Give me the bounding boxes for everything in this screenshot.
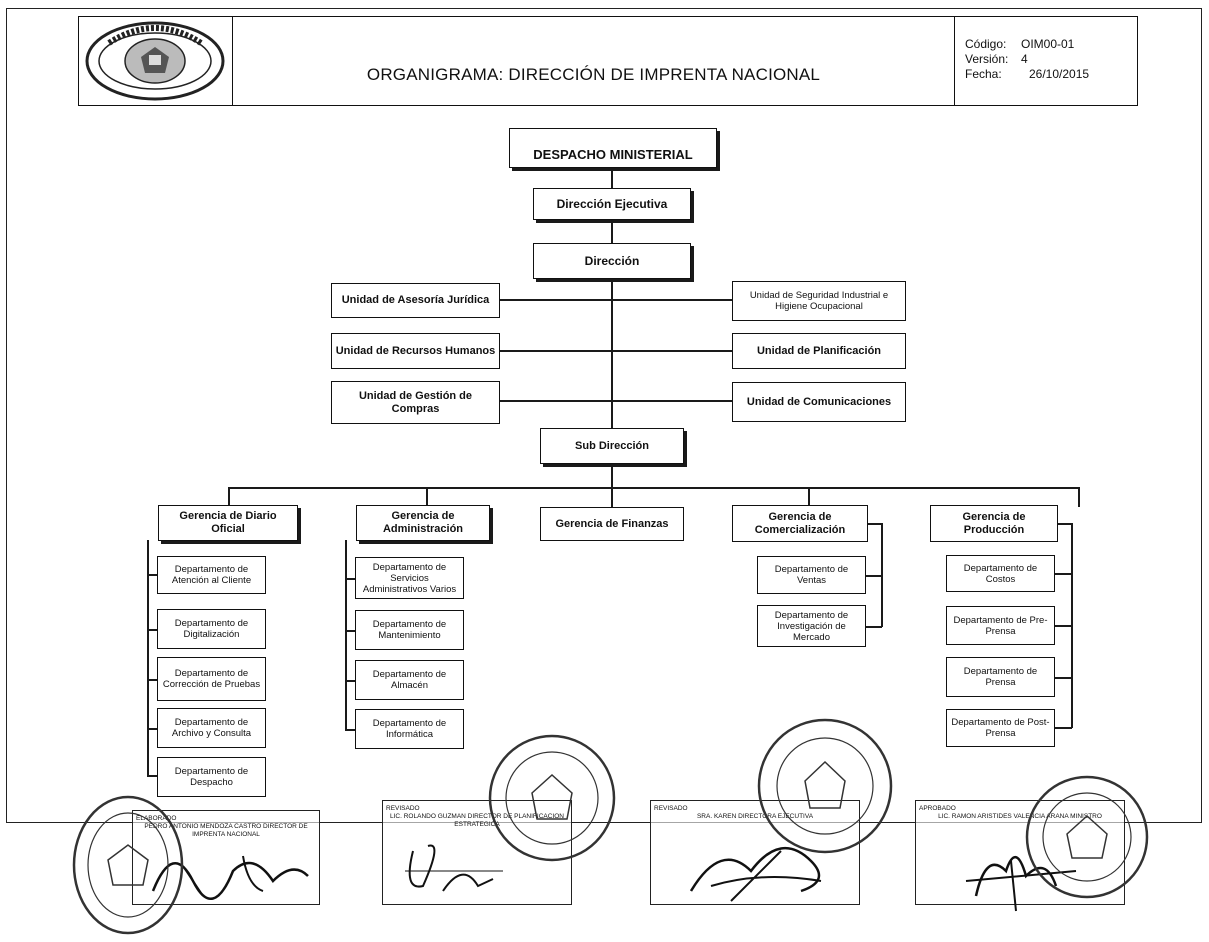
connector-line — [611, 487, 613, 507]
version-label: Versión: — [965, 52, 1009, 66]
org-box-departamento: Departamento de Pre-Prensa — [946, 606, 1055, 645]
org-box-unidad: Unidad de Planificación — [732, 333, 906, 369]
connector-line — [500, 400, 732, 402]
connector-line — [345, 630, 355, 632]
connector-line — [866, 575, 882, 577]
connector-line — [868, 523, 882, 525]
org-box-departamento: Departamento de Archivo y Consulta — [157, 708, 266, 748]
org-box-departamento: Departamento de Servicios Administrativo… — [355, 557, 464, 599]
signature-box-elaborado: ELABORADO PEDRO ANTONIO MENDOZA CASTRO D… — [132, 810, 320, 905]
signature-label: REVISADO — [654, 805, 688, 812]
connector-line — [147, 775, 157, 777]
connector-line — [1058, 523, 1072, 525]
org-box-sub-direccion: Sub Dirección — [540, 428, 684, 464]
main-trunk-line — [611, 168, 613, 488]
signature-box-revisado-1: REVISADO LIC. ROLANDO GUZMAN DIRECTOR DE… — [382, 800, 572, 905]
connector-line — [866, 626, 882, 628]
connector-line — [147, 728, 157, 730]
codigo-value: OIM00-01 — [1021, 37, 1075, 51]
org-box-unidad: Unidad de Comunicaciones — [732, 382, 906, 422]
connector-line — [345, 540, 347, 730]
fecha-row: Fecha: 26/10/2015 — [965, 67, 1089, 82]
version-value: 4 — [1021, 52, 1028, 66]
title-cell: ORGANIGRAMA: DIRECCIÓN DE IMPRENTA NACIO… — [232, 16, 955, 106]
connector-line — [808, 487, 810, 507]
org-box-direccion-ejecutiva: Dirección Ejecutiva — [533, 188, 691, 220]
org-box-unidad: Unidad de Recursos Humanos — [331, 333, 500, 369]
signature-label: APROBADO — [919, 805, 956, 812]
org-box-departamento: Departamento de Digitalización — [157, 609, 266, 649]
page-frame — [6, 8, 1202, 823]
signature-label: ELABORADO — [136, 815, 177, 822]
org-box-departamento: Departamento de Informática — [355, 709, 464, 749]
org-box-unidad: Unidad de Asesoría Jurídica — [331, 283, 500, 318]
signature-name: LIC. ROLANDO GUZMAN DIRECTOR DE PLANIFIC… — [390, 813, 564, 828]
connector-line — [1055, 625, 1072, 627]
org-box-departamento: Departamento de Corrección de Pruebas — [157, 657, 266, 701]
org-box-departamento: Departamento de Atención al Cliente — [157, 556, 266, 594]
fecha-value: 26/10/2015 — [1029, 67, 1090, 81]
org-box-gerencia: Gerencia de Diario Oficial — [158, 505, 298, 541]
logo-cell — [78, 16, 233, 106]
org-box-direccion: Dirección — [533, 243, 691, 279]
imprenta-logo-icon — [85, 21, 225, 101]
connector-line — [1055, 677, 1072, 679]
org-box-departamento: Departamento de Post-Prensa — [946, 709, 1055, 747]
connector-line — [228, 487, 230, 507]
version-row: Versión: 4 — [965, 52, 1089, 67]
connector-line — [500, 299, 732, 301]
signature-name: LIC. RAMON ARISTIDES VALENCIA ARANA MINI… — [938, 813, 1102, 820]
handwritten-signature-icon — [151, 855, 309, 900]
org-box-gerencia: Gerencia de Producción — [930, 505, 1058, 542]
signature-box-aprobado: APROBADO LIC. RAMON ARISTIDES VALENCIA A… — [915, 800, 1125, 912]
org-box-despacho: DESPACHO MINISTERIAL — [509, 128, 717, 168]
connector-line — [147, 629, 157, 631]
official-seal-stamp-icon — [1025, 775, 1149, 899]
org-box-unidad: Unidad de Gestión de Compras — [331, 381, 500, 424]
connector-line — [1055, 573, 1072, 575]
org-box-departamento: Departamento de Mantenimiento — [355, 610, 464, 650]
org-box-departamento: Departamento de Costos — [946, 555, 1055, 592]
gerencias-bus-line — [228, 487, 1080, 489]
meta-cell: Código: OIM00-01 Versión: 4 Fecha: 26/10… — [954, 16, 1138, 106]
signature-name: PEDRO ANTONIO MENDOZA CASTRO DIRECTOR DE… — [144, 823, 308, 838]
connector-line — [147, 574, 157, 576]
connector-line — [345, 680, 355, 682]
page-title: ORGANIGRAMA: DIRECCIÓN DE IMPRENTA NACIO… — [366, 65, 821, 84]
fecha-label: Fecha: — [965, 67, 1002, 81]
connector-line — [1055, 727, 1072, 729]
org-box-departamento: Departamento de Ventas — [757, 556, 866, 594]
org-box-departamento: Departamento de Almacén — [355, 660, 464, 700]
handwritten-signature-icon — [405, 844, 503, 892]
codigo-row: Código: OIM00-01 — [965, 37, 1089, 52]
handwritten-signature-icon — [689, 846, 822, 902]
org-box-unidad: Unidad de Seguridad Industrial e Higiene… — [732, 281, 906, 321]
org-box-departamento: Departamento de Investigación de Mercado — [757, 605, 866, 647]
org-box-gerencia: Gerencia de Administración — [356, 505, 490, 541]
signature-label: REVISADO — [386, 805, 420, 812]
connector-line — [345, 729, 355, 731]
org-box-departamento: Departamento de Despacho — [157, 757, 266, 797]
org-box-departamento: Departamento de Prensa — [946, 657, 1055, 697]
official-seal-stamp-icon — [757, 718, 893, 854]
official-seal-stamp-icon — [72, 795, 184, 935]
connector-line — [345, 578, 355, 580]
official-seal-stamp-icon — [488, 734, 616, 862]
connector-line — [1078, 487, 1080, 507]
connector-line — [500, 350, 732, 352]
connector-line — [147, 679, 157, 681]
handwritten-signature-icon — [965, 856, 1077, 912]
codigo-label: Código: — [965, 37, 1007, 51]
connector-line — [147, 540, 149, 775]
org-box-gerencia: Gerencia de Comercialización — [732, 505, 868, 542]
signature-name: SRA. KAREN DIRECTORA EJECUTIVA — [696, 813, 814, 820]
connector-line — [426, 487, 428, 507]
org-box-gerencia: Gerencia de Finanzas — [540, 507, 684, 541]
